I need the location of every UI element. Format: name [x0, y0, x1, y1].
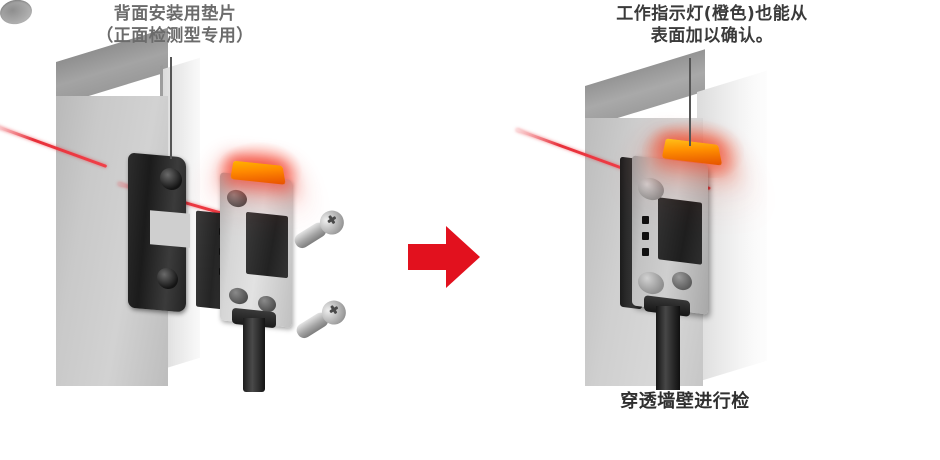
right-wall-fade-mask — [730, 60, 840, 410]
bracket-notch — [150, 210, 190, 248]
sensor-cable — [243, 318, 265, 392]
housing-slot — [642, 248, 649, 256]
housing-slot — [642, 216, 649, 224]
right-wall-top-edge — [585, 49, 705, 128]
right-annotation-label: 工作指示灯(橙色)也能从 表面加以确认。 — [616, 4, 808, 47]
left-annotation-label: 背面安装用垫片 （正面检测型专用） — [96, 4, 254, 47]
beam-through-hole — [0, 0, 34, 27]
assembly-transition-arrow — [408, 226, 480, 288]
right-label-leader-line — [689, 58, 691, 146]
bottom-caption: 穿透墙壁进行检 — [620, 391, 750, 412]
sensor-front-panel — [246, 211, 288, 279]
housing-slot — [642, 232, 649, 240]
sensor-front-panel — [658, 197, 702, 265]
sensor-cable — [656, 306, 680, 390]
left-label-leader-line — [170, 57, 172, 159]
